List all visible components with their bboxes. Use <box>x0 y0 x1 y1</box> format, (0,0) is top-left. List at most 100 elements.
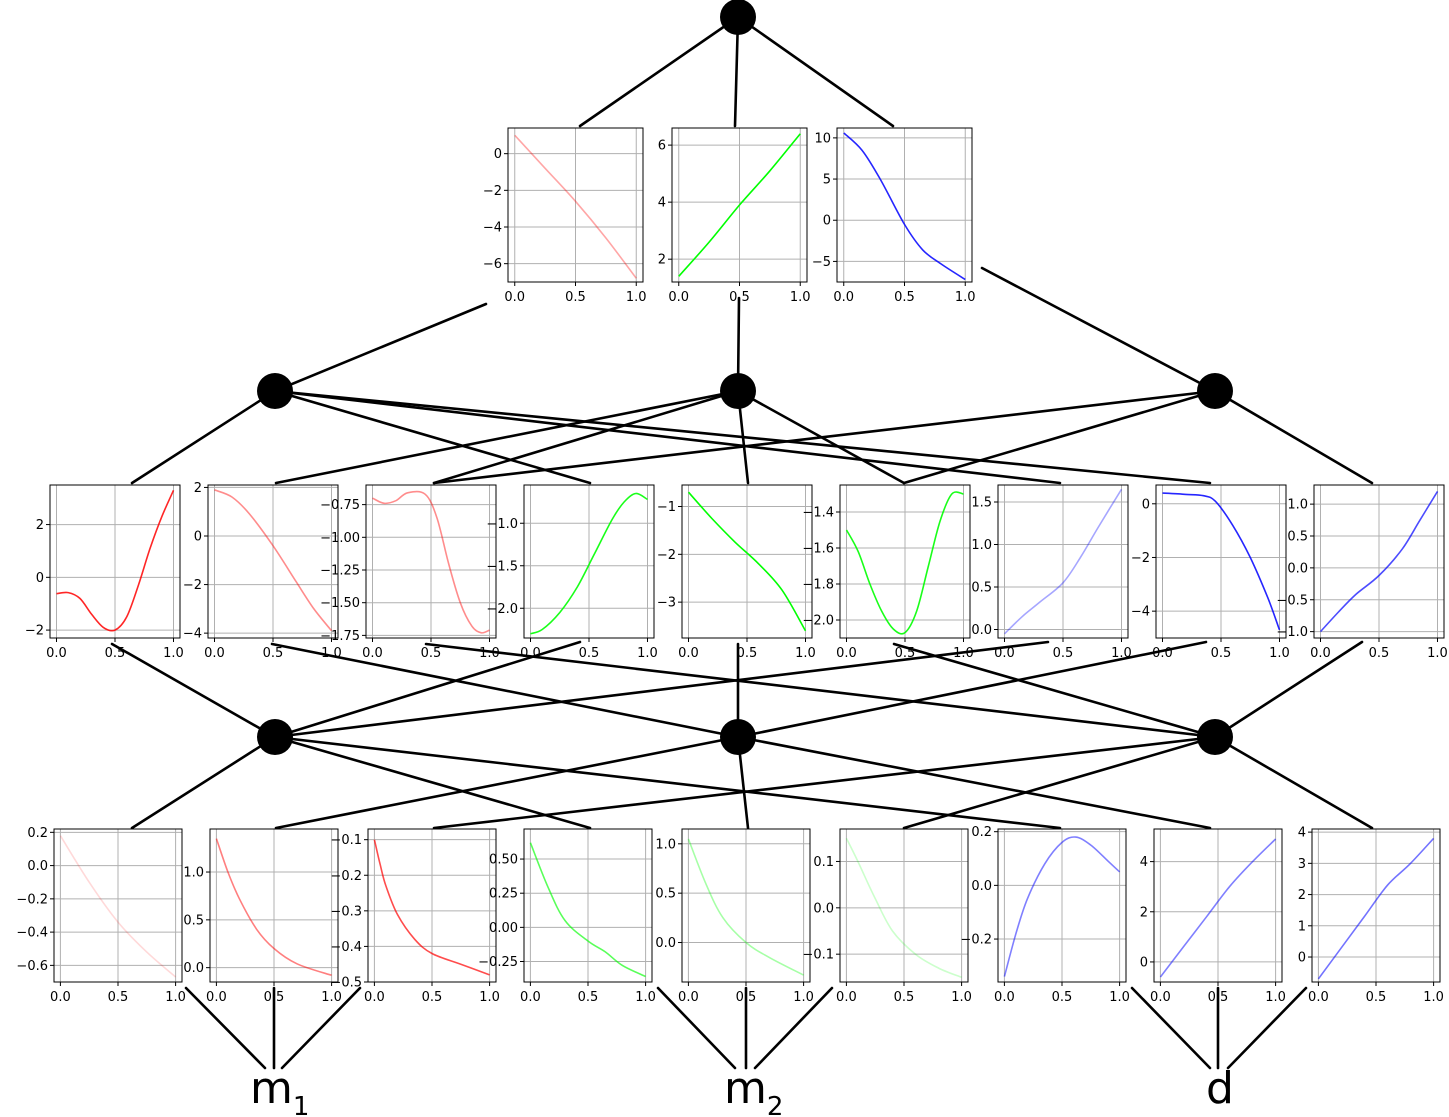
x-tick-label: 1.0 <box>637 646 658 661</box>
edge-line <box>273 735 1062 830</box>
input-labels: m1 m2 d <box>250 1063 1234 1117</box>
y-tick-label: 0.50 <box>489 853 518 868</box>
y-tick-label: 0 <box>1140 955 1148 970</box>
y-tick-label: 0 <box>823 214 831 229</box>
series-line <box>1319 490 1439 633</box>
edge-line <box>902 389 1217 485</box>
edge-line <box>273 640 1050 739</box>
edge-line <box>432 735 1217 830</box>
series-line <box>59 835 177 978</box>
series-line <box>1159 838 1277 978</box>
edge-line <box>902 735 1217 830</box>
edge-line <box>656 986 737 1070</box>
x-tick-label: 0.0 <box>520 646 541 661</box>
x-tick-label: 1.0 <box>1111 646 1132 661</box>
x-tick-label: 0.5 <box>1052 990 1073 1005</box>
y-tick-label: 3 <box>1298 857 1306 872</box>
y-tick-label: 0.2 <box>27 826 48 841</box>
x-tick-label: 0.0 <box>364 990 385 1005</box>
x-tick-label: 0.5 <box>1369 646 1390 661</box>
edge-line <box>270 642 740 739</box>
edge-line <box>130 389 277 485</box>
x-tick-label: 0.5 <box>894 290 915 305</box>
series-line <box>1003 836 1121 977</box>
x-tick-label: 0.5 <box>264 990 285 1005</box>
edge-line <box>736 640 1208 739</box>
x-tick-label: 0.0 <box>50 990 71 1005</box>
x-tick-label: 0.5 <box>108 990 129 1005</box>
y-tick-label: 0 <box>194 530 202 545</box>
y-tick-label: −0.1 <box>802 948 834 963</box>
node-circle <box>1197 373 1233 409</box>
x-tick-label: 0.0 <box>668 290 689 305</box>
x-tick-label: 0.0 <box>206 990 227 1005</box>
y-tick-label: 0.0 <box>183 961 204 976</box>
edge-line <box>273 389 592 485</box>
y-tick-label: 0.0 <box>971 879 992 894</box>
y-tick-label: −2 <box>1131 551 1150 566</box>
y-tick-label: −0.3 <box>330 904 362 919</box>
edge-line <box>736 15 895 128</box>
y-tick-label: −2.0 <box>486 602 518 617</box>
edge-line <box>1213 735 1374 830</box>
x-tick-label: 0.0 <box>833 290 854 305</box>
nodes <box>257 0 1233 755</box>
x-tick-label: 0.5 <box>736 990 757 1005</box>
edge-line <box>273 389 1212 485</box>
edge-line <box>1213 640 1364 739</box>
x-tick-label: 1.0 <box>321 990 342 1005</box>
y-tick-label: 2 <box>1140 905 1148 920</box>
x-tick-label: 0.0 <box>1308 990 1329 1005</box>
y-tick-label: −1 <box>657 500 676 515</box>
x-tick-label: 0.0 <box>362 646 383 661</box>
y-tick-label: 0.5 <box>183 913 204 928</box>
y-tick-label: 0 <box>1142 497 1150 512</box>
node-circle <box>720 0 756 35</box>
x-tick-label: 0.0 <box>836 646 857 661</box>
y-tick-label: 0 <box>1298 951 1306 966</box>
edge-line <box>736 735 1212 830</box>
edge-line <box>753 986 834 1070</box>
series-line <box>1162 492 1281 631</box>
x-tick-label: 0.5 <box>1208 990 1229 1005</box>
y-tick-label: −4 <box>483 221 502 236</box>
edge-line <box>273 735 592 830</box>
y-tick-label: 1.0 <box>655 837 676 852</box>
y-tick-label: −0.4 <box>330 940 362 955</box>
node-circle <box>1197 719 1233 755</box>
y-tick-label: 2 <box>658 253 666 268</box>
y-tick-label: 1.0 <box>1287 498 1308 513</box>
y-tick-label: −1.50 <box>320 596 360 611</box>
y-tick-label: 6 <box>658 139 666 154</box>
x-tick-label: 0.0 <box>204 646 225 661</box>
y-tick-label: −2 <box>25 624 44 639</box>
y-tick-label: −1.25 <box>320 564 360 579</box>
y-tick-label: −1.00 <box>320 531 360 546</box>
x-tick-label: 0.5 <box>737 646 758 661</box>
y-tick-label: −2 <box>483 184 502 199</box>
x-tick-label: 0.0 <box>1310 646 1331 661</box>
y-tick-label: −0.75 <box>320 498 360 513</box>
y-tick-label: 2 <box>36 518 44 533</box>
x-tick-label: 1.0 <box>1265 990 1286 1005</box>
x-tick-label: 1.0 <box>955 290 976 305</box>
y-tick-label: −1.0 <box>1276 625 1308 640</box>
y-tick-label: 4 <box>658 196 666 211</box>
y-tick-label: 0.5 <box>971 581 992 596</box>
y-tick-label: 2 <box>1298 888 1306 903</box>
edge-line <box>110 642 277 739</box>
y-tick-label: 0.00 <box>489 921 518 936</box>
y-tick-label: 1 <box>1298 919 1306 934</box>
edge-line <box>980 266 1217 393</box>
edge-line <box>280 986 362 1070</box>
x-tick-label: 1.0 <box>953 646 974 661</box>
edge-line <box>432 389 1217 485</box>
